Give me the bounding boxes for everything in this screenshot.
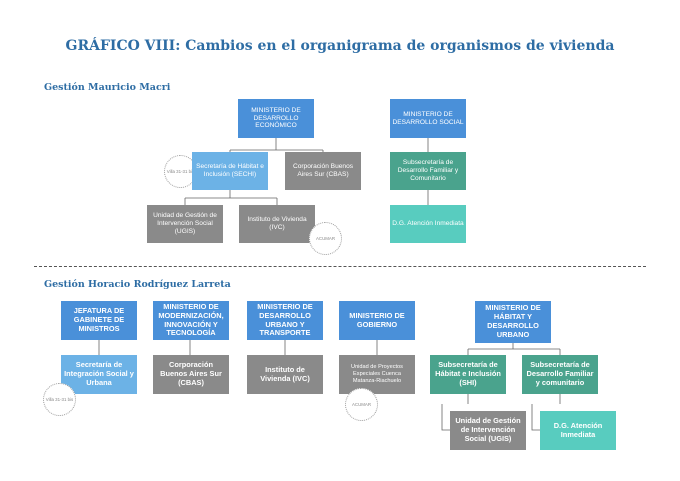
box-label: D.G. Atención Inmediata bbox=[553, 420, 603, 439]
box-ugis: Unidad de Gestión de Intervención Social… bbox=[147, 205, 223, 243]
box-subsecretaria-habitat-shi: Subsecretaría de Hábitat e Inclusión (SH… bbox=[430, 355, 506, 394]
box-cbas: Corporación Buenos Aires Sur (CBAS) bbox=[153, 355, 229, 394]
box-label: Unidad de Proyectos Especiales Cuenca Ma… bbox=[351, 364, 403, 384]
box-label: Unidad de Gestión de Intervención Social… bbox=[153, 212, 217, 235]
box-secretaria-integracion: Secretaría de Integración Social y Urban… bbox=[61, 355, 137, 394]
badge-acumar: ACUMAR bbox=[309, 222, 342, 255]
box-label: MINISTERIO DE MODERNIZACIÓN, INNOVACIÓN … bbox=[158, 301, 224, 338]
box-label: Secretaría de Hábitat e Inclusión (SECHI… bbox=[196, 163, 264, 178]
section-heading-macri: Gestión Mauricio Macri bbox=[44, 82, 171, 93]
badge-villa-31: Villa 31-31 bis bbox=[164, 155, 197, 188]
section-divider bbox=[34, 266, 646, 267]
box-cbas: Corporación Buenos Aires Sur (CBAS) bbox=[285, 152, 361, 190]
box-dg-atencion-inmediata: D.G. Atención Inmediata bbox=[540, 411, 616, 450]
box-label: Secretaría de Integración Social y Urban… bbox=[64, 360, 134, 387]
badge-label: Villa 31-31 bis bbox=[166, 168, 195, 174]
box-ministerio-modernizacion: MINISTERIO DE MODERNIZACIÓN, INNOVACIÓN … bbox=[153, 301, 229, 340]
box-sechi: Secretaría de Hábitat e Inclusión (SECHI… bbox=[192, 152, 268, 190]
box-label: MINISTERIO DE DESARROLLO URBANO Y TRANSP… bbox=[257, 301, 313, 338]
chart-title: GRÁFICO VIII: Cambios en el organigrama … bbox=[65, 38, 615, 54]
box-ivc: Instituto de Vivienda (IVC) bbox=[247, 355, 323, 394]
box-label: Subsecretaría de Desarrollo Familiar y c… bbox=[526, 360, 594, 387]
box-label: Instituto de Vivienda (IVC) bbox=[260, 364, 310, 383]
badge-label: Villa 31-31 bis bbox=[45, 396, 74, 402]
box-ministerio-desarrollo-social: MINISTERIO DE DESARROLLO SOCIAL bbox=[390, 99, 466, 138]
box-label: Unidad de Gestión de Intervención Social… bbox=[455, 416, 521, 443]
box-label: Subsecretaría de Desarrollo Familiar y C… bbox=[397, 159, 459, 182]
box-ministerio-desarrollo-economico: MINISTERIO DE DESARROLLO ECONÓMICO bbox=[238, 99, 314, 138]
box-subsecretaria-desarrollo-familiar: Subsecretaría de Desarrollo Familiar y C… bbox=[390, 152, 466, 190]
box-subsecretaria-desarrollo-familiar: Subsecretaría de Desarrollo Familiar y c… bbox=[522, 355, 598, 394]
badge-villa-31: Villa 31-31 bis bbox=[43, 383, 76, 416]
badge-label: ACUMAR bbox=[315, 235, 336, 241]
badge-label: ACUMAR bbox=[351, 401, 372, 407]
box-ministerio-desarrollo-urbano: MINISTERIO DE DESARROLLO URBANO Y TRANSP… bbox=[247, 301, 323, 340]
box-unidad-proyectos-especiales: Unidad de Proyectos Especiales Cuenca Ma… bbox=[339, 355, 415, 394]
box-label: Subsecretaría de Hábitat e Inclusión (SH… bbox=[435, 360, 501, 387]
badge-acumar: ACUMAR bbox=[345, 388, 378, 421]
box-dg-atencion-inmediata: D.G. Atención Inmediata bbox=[390, 205, 466, 243]
connector-shi bbox=[441, 394, 469, 431]
box-jefatura-gabinete: JEFATURA DE GABINETE DE MINISTROS bbox=[61, 301, 137, 340]
box-label: MINISTERIO DE DESARROLLO ECONÓMICO bbox=[251, 106, 301, 130]
box-label: Corporación Buenos Aires Sur (CBAS) bbox=[160, 360, 222, 387]
connector-familiar bbox=[531, 394, 561, 431]
box-label: D.G. Atención Inmediata bbox=[392, 220, 464, 228]
box-label: MINISTERIO DE DESARROLLO SOCIAL bbox=[392, 110, 464, 126]
box-ugis: Unidad de Gestión de Intervención Social… bbox=[450, 411, 526, 450]
box-label: Instituto de Vivienda (IVC) bbox=[247, 216, 307, 231]
box-ministerio-gobierno: MINISTERIO DE GOBIERNO bbox=[339, 301, 415, 340]
connector-habitat bbox=[467, 343, 561, 355]
box-label: MINISTERIO DE GOBIERNO bbox=[349, 310, 405, 329]
section-heading-larreta: Gestión Horacio Rodríguez Larreta bbox=[44, 279, 231, 290]
box-label: JEFATURA DE GABINETE DE MINISTROS bbox=[73, 306, 125, 333]
box-ministerio-habitat: MINISTERIO DE HÁBITAT Y DESARROLLO URBAN… bbox=[475, 301, 551, 343]
connector-sechi bbox=[184, 190, 278, 205]
box-label: Corporación Buenos Aires Sur (CBAS) bbox=[292, 163, 354, 178]
connector-econ bbox=[229, 138, 324, 152]
box-label: MINISTERIO DE HÁBITAT Y DESARROLLO URBAN… bbox=[485, 303, 541, 339]
box-ivc: Instituto de Vivienda (IVC) bbox=[239, 205, 315, 243]
